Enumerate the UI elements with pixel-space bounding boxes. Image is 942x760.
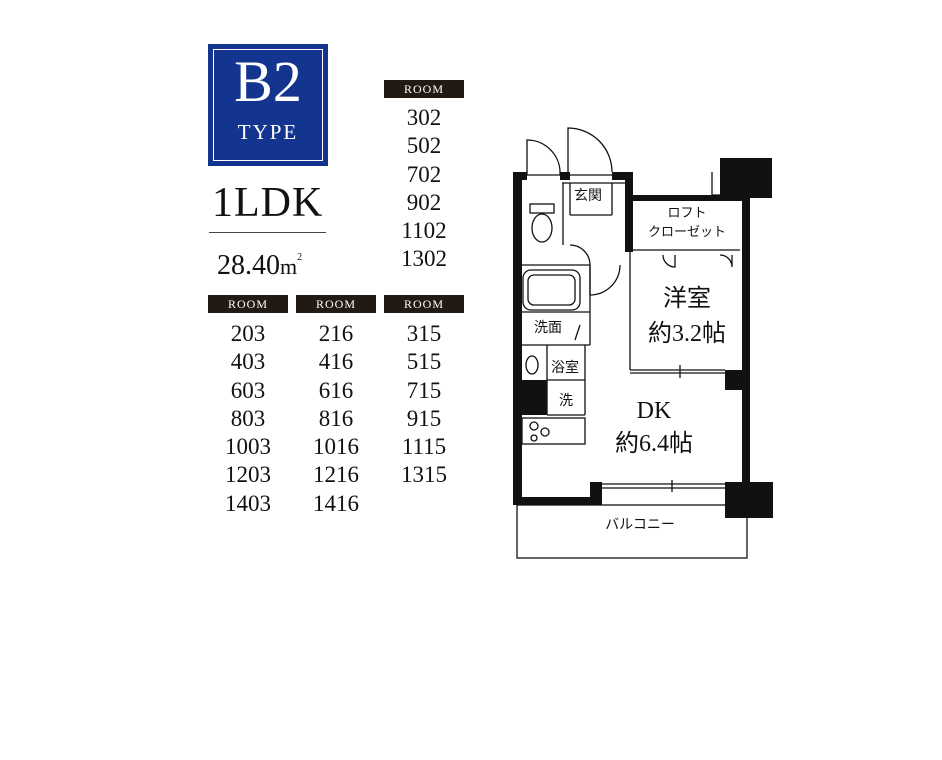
room-number: 1003 [225, 434, 271, 460]
room-number: 616 [318, 377, 354, 403]
room-number: 1102 [401, 218, 447, 244]
type-code: B2 [234, 49, 302, 114]
room-number: 502 [406, 133, 442, 159]
closet-label: クローゼット [648, 224, 726, 239]
room-number: 702 [406, 161, 442, 187]
room-labels: 玄関 ロフト クローゼット 洋室 約3.2帖 洗面 浴室 洗 DK 約6.4帖 … [534, 187, 726, 533]
room-number: 603 [230, 377, 266, 403]
entrance-label: 玄関 [574, 187, 602, 204]
type-badge: B2 TYPE [208, 44, 328, 166]
room-number: 315 [406, 321, 442, 346]
room-number: 803 [230, 405, 266, 431]
room-list: 203 403 603 803 1003 1203 1403 [208, 320, 288, 518]
dk-label: DK [637, 398, 672, 424]
wall-lines [516, 127, 748, 559]
room-number: 1315 [401, 462, 447, 488]
entrance-door-swing [526, 139, 561, 176]
area-label: 28.40m2 [217, 240, 302, 285]
western-room-size: 約3.2帖 [648, 320, 726, 347]
western-room-label: 洋室 [663, 285, 711, 312]
room-header: ROOM [384, 295, 464, 313]
room-number: 1115 [401, 434, 447, 460]
room-header: ROOM [208, 295, 288, 313]
room-number: 816 [318, 405, 354, 431]
type-badge-frame [213, 49, 323, 161]
room-number: 1203 [225, 462, 271, 488]
room-number: 1216 [313, 462, 359, 488]
room-number: 515 [406, 349, 442, 375]
room-list: 302 502 702 902 1102 1302 [384, 104, 464, 274]
room-number: 902 [406, 189, 442, 215]
dk-size: 約6.4帖 [615, 430, 693, 457]
loft-label: ロフト [667, 205, 706, 220]
room-number: 1302 [401, 246, 447, 272]
layout-divider [209, 232, 326, 233]
room-list: 315 515 715 915 1115 1315 [384, 320, 464, 490]
washer-label: 洗 [559, 393, 573, 409]
room-number: 302 [406, 105, 442, 130]
room-number: 715 [406, 377, 442, 403]
room-header: ROOM [296, 295, 376, 313]
room-number: 1403 [225, 490, 271, 516]
washroom-label: 洗面 [534, 320, 562, 336]
entrance-door-swing [567, 127, 613, 175]
room-number: 216 [318, 321, 354, 346]
type-word: TYPE [237, 120, 299, 144]
area-value: 28.40 [217, 250, 280, 281]
room-number: 915 [406, 405, 442, 431]
room-header: ROOM [384, 80, 464, 98]
room-number: 403 [230, 349, 266, 375]
room-number: 1416 [313, 490, 359, 516]
layout-label: 1LDK [212, 180, 324, 226]
room-list: 216 416 616 816 1016 1216 1416 [296, 320, 376, 518]
room-number: 203 [230, 321, 266, 346]
room-number: 416 [318, 349, 354, 375]
balcony-label: バルコニー [605, 518, 675, 533]
area-superscript: 2 [297, 252, 303, 263]
room-number: 1016 [313, 434, 359, 460]
thick-walls [513, 158, 773, 518]
area-unit: m [280, 254, 298, 279]
bathroom-label: 浴室 [551, 359, 579, 376]
